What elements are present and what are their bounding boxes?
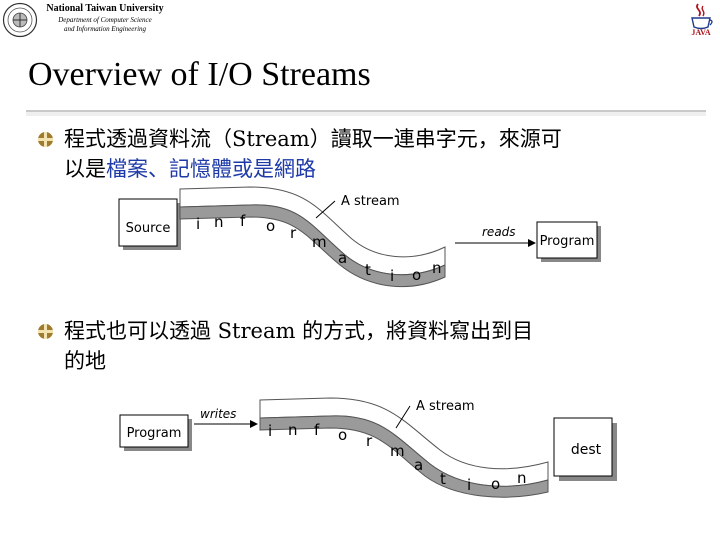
stream-label: A stream <box>416 399 475 414</box>
stream-letter: i <box>390 267 394 285</box>
stream-letter: m <box>312 233 327 251</box>
bullet-1-prefix: 以是 <box>64 157 106 181</box>
java-label: JAVA <box>691 28 711 37</box>
stream-letter: m <box>390 442 405 460</box>
stream-letter: n <box>517 469 527 487</box>
writes-label: writes <box>200 407 236 421</box>
writes-arrow-head <box>250 420 258 428</box>
bullet-1-line-2: 以是檔案、記憶體或是網路 <box>64 154 674 184</box>
bullet-2-icon <box>38 324 53 339</box>
stream-letter: n <box>214 213 224 231</box>
stream-letter: o <box>266 217 275 235</box>
department-name: Department of Computer Science and Infor… <box>40 16 170 34</box>
program-label: Program <box>540 234 595 249</box>
stream-ribbon-shadow <box>179 204 446 288</box>
slide-title: Overview of I/O Streams <box>28 56 371 93</box>
bullet-2-text: 程式也可以透過 Stream 的方式，將資料寫出到目 的地 <box>64 316 674 376</box>
department-line-1: Department of Computer Science <box>58 16 152 24</box>
bullet-2-line-2: 的地 <box>64 349 106 373</box>
stream-pointer <box>315 200 336 219</box>
stream-label: A stream <box>341 194 400 209</box>
program-label: Program <box>127 426 182 441</box>
stream-ribbon-shadow <box>259 415 549 498</box>
dest-label: dest <box>571 442 602 458</box>
stream-letter: f <box>314 421 320 439</box>
bullet-1-icon <box>38 132 53 147</box>
reads-arrow-head <box>528 239 536 247</box>
write-stream-diagram: Program writes i n f o r m a t i o n A s… <box>119 397 617 498</box>
reads-label: reads <box>482 225 516 239</box>
stream-letter: t <box>440 470 446 488</box>
stream-letter: f <box>240 212 246 230</box>
source-box <box>118 198 178 247</box>
stream-letter: n <box>288 421 298 439</box>
bullet-2-line-1: 程式也可以透過 Stream 的方式，將資料寫出到目 <box>64 319 534 343</box>
program-box <box>119 414 189 448</box>
stream-letter: i <box>467 476 471 494</box>
stream-letter: r <box>290 224 297 242</box>
stream-letter: o <box>412 266 421 284</box>
stream-letter: o <box>338 426 347 444</box>
stream-letter: t <box>365 261 371 279</box>
stream-letter: o <box>491 475 500 493</box>
stream-letter: i <box>196 215 200 233</box>
stream-pointer <box>395 405 411 429</box>
stream-letter: r <box>366 432 373 450</box>
stream-letter: n <box>432 259 442 277</box>
stream-letter: i <box>268 422 272 440</box>
stream-letter: a <box>338 249 347 267</box>
university-name: National Taiwan University <box>46 3 164 14</box>
program-box <box>536 221 598 259</box>
read-stream-diagram: Source i n f o r m a t i o n A stream re… <box>118 186 601 288</box>
java-cup-icon <box>691 3 713 30</box>
stream-letter: a <box>414 456 423 474</box>
ntu-seal-icon <box>2 2 38 38</box>
title-divider <box>26 110 706 116</box>
bullet-1-line-1: 程式透過資料流（Stream）讀取一連串字元，來源可 <box>64 127 562 151</box>
bullet-1-highlight: 檔案、記憶體或是網路 <box>106 157 316 181</box>
department-line-2: and Information Engineering <box>63 25 147 33</box>
bullet-1-text: 程式透過資料流（Stream）讀取一連串字元，來源可 以是檔案、記憶體或是網路 <box>64 124 674 184</box>
dest-box <box>553 417 613 477</box>
source-label: Source <box>126 221 171 236</box>
